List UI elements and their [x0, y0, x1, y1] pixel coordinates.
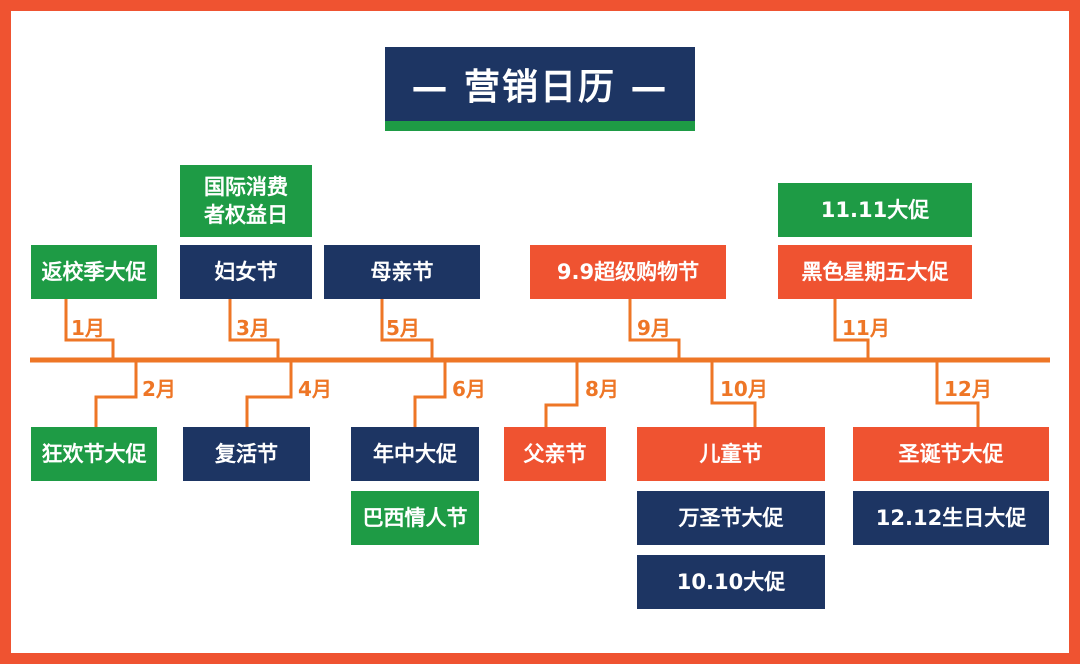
month-label-nov: 11月 [842, 316, 890, 340]
event-double-twelve: 12.12生日大促 [853, 491, 1049, 545]
event-consumer-rights-day: 国际消费者权益日 [180, 165, 312, 237]
event-mothers-day: 母亲节 [324, 245, 480, 299]
connector-sep [628, 299, 681, 360]
event-mid-year: 年中大促 [351, 427, 479, 481]
connector-feb [94, 360, 138, 427]
event-double-nine: 9.9超级购物节 [530, 245, 726, 299]
connector-jan [64, 299, 115, 360]
event-back-to-school: 返校季大促 [31, 245, 157, 299]
event-womens-day: 妇女节 [180, 245, 312, 299]
month-label-apr: 4月 [298, 377, 332, 401]
month-label-oct: 10月 [720, 377, 768, 401]
event-childrens-day: 儿童节 [637, 427, 825, 481]
connector-apr [245, 360, 293, 427]
connector-jun [413, 360, 447, 427]
month-label-aug: 8月 [585, 377, 619, 401]
month-label-jan: 1月 [71, 316, 105, 340]
event-black-friday: 黑色星期五大促 [778, 245, 972, 299]
month-label-mar: 3月 [236, 316, 270, 340]
connector-nov [833, 299, 870, 360]
month-label-dec: 12月 [944, 377, 992, 401]
month-label-sep: 9月 [637, 316, 671, 340]
month-label-jun: 6月 [452, 377, 486, 401]
event-double-eleven: 11.11大促 [778, 183, 972, 237]
connector-mar [228, 299, 280, 360]
month-label-may: 5月 [386, 316, 420, 340]
event-double-ten: 10.10大促 [637, 555, 825, 609]
connector-dec [935, 360, 980, 427]
connector-oct [710, 360, 757, 427]
event-brazil-valentines: 巴西情人节 [351, 491, 479, 545]
connector-may [380, 299, 434, 360]
month-label-feb: 2月 [142, 377, 176, 401]
page-title: — 营销日历 — [385, 47, 695, 131]
event-fathers-day: 父亲节 [504, 427, 606, 481]
event-easter: 复活节 [183, 427, 310, 481]
connector-aug [544, 360, 579, 427]
event-carnival: 狂欢节大促 [31, 427, 157, 481]
event-christmas: 圣诞节大促 [853, 427, 1049, 481]
event-halloween: 万圣节大促 [637, 491, 825, 545]
